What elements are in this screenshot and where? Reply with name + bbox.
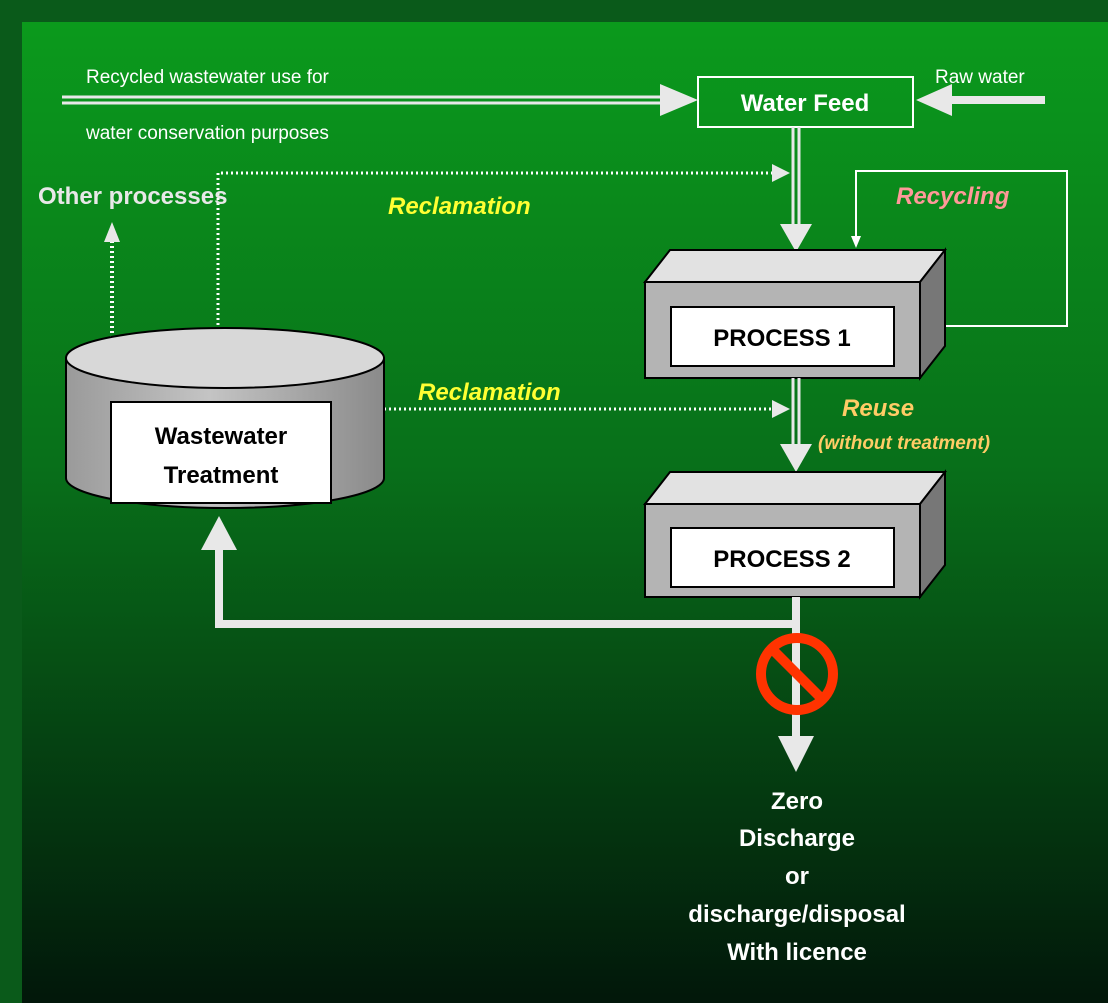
- recycling-arrowhead: [851, 236, 861, 248]
- recycling-label: Recycling: [896, 183, 1010, 210]
- wastewater-label-line1: Wastewater: [155, 423, 288, 450]
- process1-to-process2-arrow: [780, 378, 812, 472]
- process2-label: PROCESS 2: [713, 546, 850, 573]
- outcome-line3: or: [785, 863, 809, 890]
- other-processes-arrow: [104, 222, 120, 338]
- prohibited-icon: [756, 633, 838, 715]
- recycling-loop: [855, 170, 1068, 327]
- raw-water-label: Raw water: [935, 67, 1025, 88]
- water-feed-box: [697, 76, 914, 128]
- reclamation-upper-path: [216, 171, 775, 335]
- reclamation-lower-label: Reclamation: [418, 379, 561, 406]
- top-note-line1: Recycled wastewater use for: [86, 67, 330, 88]
- wastewater-label-line2: Treatment: [164, 462, 279, 489]
- outcome-line1: Zero: [771, 788, 823, 815]
- raw-water-arrow: [916, 84, 1045, 116]
- discharge-arrow: [778, 624, 814, 772]
- outcome-line2: Discharge: [739, 825, 855, 852]
- reclamation-upper-label: Reclamation: [388, 193, 531, 220]
- outcome-line4: discharge/disposal: [688, 901, 905, 928]
- process1-label: PROCESS 1: [713, 325, 850, 352]
- water-feed-label: Water Feed: [741, 90, 869, 117]
- feed-to-process1-arrow: [780, 127, 812, 252]
- outcome-line5: With licence: [727, 939, 867, 966]
- top-note-line2: water conservation purposes: [85, 123, 329, 144]
- wastewater-label-box: [110, 401, 332, 504]
- reclamation-lower-arrowhead: [772, 400, 790, 418]
- reclamation-upper-arrowhead: [772, 164, 790, 182]
- other-processes-label: Other processes: [38, 183, 227, 210]
- reuse-label: Reuse: [842, 395, 914, 422]
- process1-label-box: [670, 306, 895, 367]
- recycled-feed-arrow: [62, 84, 698, 116]
- process2-label-box: [670, 527, 895, 588]
- return-to-treatment-arrow: [201, 516, 800, 628]
- reuse-note: (without treatment): [818, 433, 990, 454]
